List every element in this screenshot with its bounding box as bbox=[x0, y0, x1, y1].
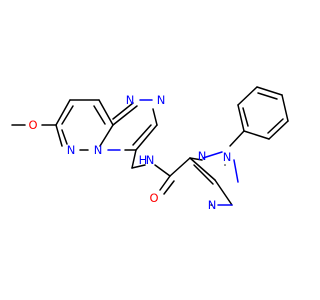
bond-triazolo-3 bbox=[135, 124, 158, 151]
bond-c-triazole bbox=[169, 157, 191, 177]
bond-c-o bbox=[159, 175, 171, 191]
triazolo-nitrogen-label-2: N bbox=[157, 93, 166, 107]
atom-labels: O N N N N N H O N N N bbox=[28, 93, 231, 212]
bond-c-o-b bbox=[163, 180, 175, 195]
bond-phenyl-1b bbox=[242, 107, 249, 127]
bond-triazole-1b bbox=[193, 164, 214, 185]
bond-phenyl-6 bbox=[243, 130, 270, 140]
triazolo-nitrogen-label-1: N bbox=[126, 93, 135, 107]
bond-triazolo-1b bbox=[112, 102, 134, 120]
bond-triazolo-1 bbox=[112, 105, 138, 126]
pyridazine-nitrogen-label-1: N bbox=[67, 143, 76, 157]
triazole-nitrogen-label-3: N bbox=[208, 198, 217, 212]
bond-tri-n2 bbox=[233, 159, 239, 183]
amide-hydrogen-label: H bbox=[139, 153, 148, 167]
bond-c-ch2 bbox=[131, 149, 137, 169]
bond-ch2-nh bbox=[131, 164, 146, 169]
bond-pyridazine-4 bbox=[99, 124, 114, 147]
bond-pyridazine-6b bbox=[61, 129, 68, 145]
bond-pyridazine-6 bbox=[55, 124, 63, 147]
triazole-nitrogen-label-1: N bbox=[198, 149, 207, 163]
bond-pyridazine-1 bbox=[55, 99, 71, 126]
bond-tri-n1 bbox=[202, 151, 223, 159]
bond-phenyl-4 bbox=[281, 94, 289, 122]
methoxy-oxygen-label: O bbox=[28, 118, 37, 132]
bond-n-phenyl bbox=[229, 130, 245, 147]
bond-pyridazine-1b bbox=[61, 105, 74, 125]
triazole-nitrogen-label-2: N bbox=[223, 150, 232, 164]
bond-phenyl-1 bbox=[237, 104, 245, 132]
bond-phenyl-5 bbox=[268, 120, 289, 140]
bond-phenyl-3 bbox=[256, 86, 283, 96]
molecule-drawing: O N N N N N H O N N N bbox=[11, 86, 289, 212]
bond-phenyl-3b bbox=[257, 92, 278, 100]
bond-triazole-2 bbox=[214, 179, 233, 206]
bond-triazolo-3b bbox=[132, 124, 152, 146]
bond-phenyl-5b bbox=[267, 118, 284, 134]
bonds bbox=[11, 86, 289, 206]
amide-nitrogen-label: N bbox=[146, 153, 155, 167]
bond-phenyl-2 bbox=[237, 86, 258, 106]
bond-triazole-4 bbox=[189, 157, 203, 161]
bond-triazolo-2 bbox=[152, 108, 158, 126]
structure-diagram: O N N N N N H O N N N bbox=[11, 86, 289, 212]
bond-nh-c bbox=[154, 164, 171, 177]
pyridazine-nitrogen-label-2: N bbox=[94, 143, 103, 157]
bond-pyridazine-3 bbox=[98, 99, 114, 126]
carbonyl-oxygen-label: O bbox=[149, 191, 158, 205]
bond-pyridazine-3b bbox=[93, 105, 106, 125]
bond-triazole-1 bbox=[189, 157, 216, 181]
